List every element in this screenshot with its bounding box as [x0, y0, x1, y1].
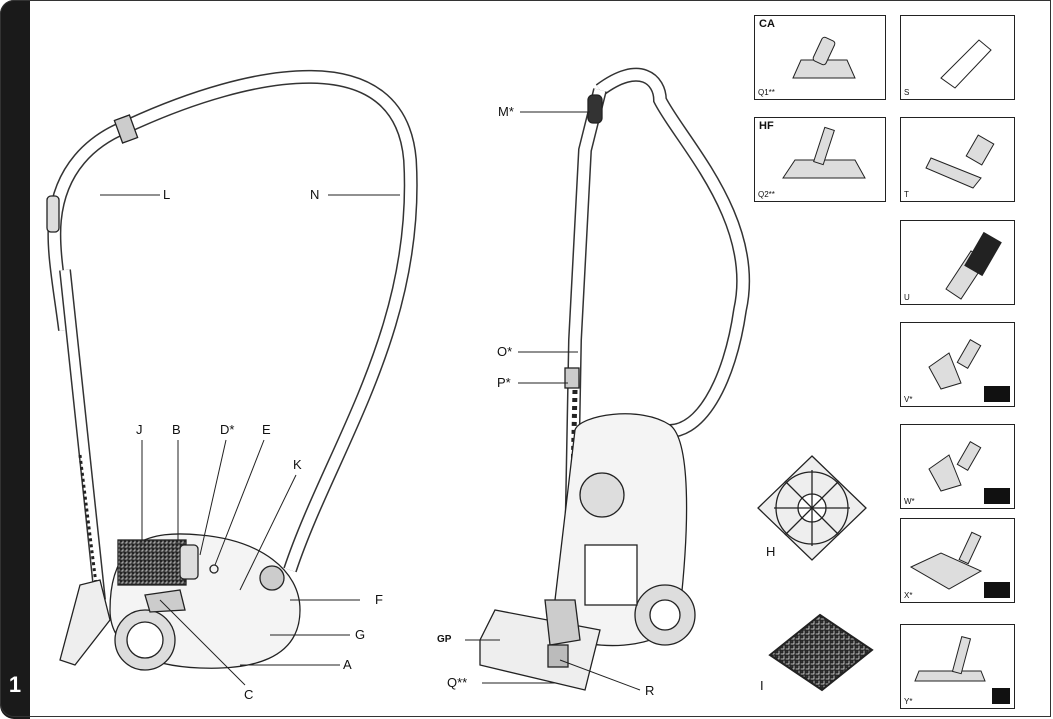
label-d: D*: [220, 422, 235, 437]
accessory-box-u: U: [900, 220, 1015, 305]
label-e: E: [262, 422, 271, 437]
sidebar-strip: [0, 0, 30, 719]
accessory-id: S: [904, 88, 910, 97]
paw-icon: [984, 386, 1010, 402]
label-q: Q**: [447, 675, 468, 690]
nozzle-left: [59, 579, 111, 666]
figure-number: 1: [8, 672, 22, 697]
label-g: G: [355, 627, 366, 642]
upholstery-tool-icon: [925, 134, 995, 189]
carpet-icon: [984, 582, 1010, 598]
accessory-id: Q1**: [758, 88, 775, 97]
label-a: A: [343, 657, 352, 672]
accessory-id: Q2**: [758, 190, 775, 199]
pet-turbo-brush-icon: [928, 339, 982, 390]
label-b: B: [172, 422, 181, 437]
accessory-id: T: [904, 190, 909, 199]
turbo-nozzle-icon: [792, 36, 856, 79]
hose-left: [127, 69, 418, 573]
label-n: N: [310, 187, 320, 202]
accessory-box-x: X*: [900, 518, 1015, 603]
label-k: K: [293, 457, 302, 472]
exhaust-grille: [117, 539, 187, 586]
label-o: O*: [497, 344, 513, 359]
accessory-box-w: W*: [900, 424, 1015, 509]
accessory-id: W*: [904, 497, 915, 506]
label-p: P*: [497, 375, 511, 390]
dusting-brush-icon: [945, 231, 1002, 300]
filter-i: [768, 613, 874, 692]
parquet-nozzle-icon: [914, 635, 986, 682]
label-m: M*: [498, 104, 514, 119]
accessory-code: HF: [759, 120, 774, 132]
label-h: H: [766, 544, 776, 559]
accessory-code: CA: [759, 18, 775, 30]
accessory-box-t: T: [900, 117, 1015, 202]
hard-floor-icon: [992, 688, 1010, 704]
accessory-box-v: V*: [900, 322, 1015, 407]
accessory-id: U: [904, 293, 910, 302]
crevice-tool-icon: [940, 39, 992, 89]
accessory-id: X*: [904, 591, 913, 600]
floor-nozzle-icon: [782, 126, 866, 179]
accessory-box-y: Y*: [900, 624, 1015, 709]
accessory-id: Y*: [904, 697, 913, 706]
accessory-box-q2: HF Q2**: [754, 117, 886, 202]
label-c: C: [244, 687, 254, 702]
label-gp: GP: [437, 634, 452, 645]
label-j: J: [136, 422, 143, 437]
carpet-nozzle-icon: [909, 531, 983, 590]
label-f: F: [375, 592, 383, 607]
label-i: I: [760, 678, 764, 693]
accessory-box-q1: CA Q1**: [754, 15, 886, 100]
dust-icon: [984, 488, 1010, 504]
label-l: L: [163, 187, 171, 202]
mini-turbo-brush-icon: [928, 441, 982, 492]
accessory-box-s: S: [900, 15, 1015, 100]
label-r: R: [645, 683, 655, 698]
accessory-id: V*: [904, 395, 913, 404]
